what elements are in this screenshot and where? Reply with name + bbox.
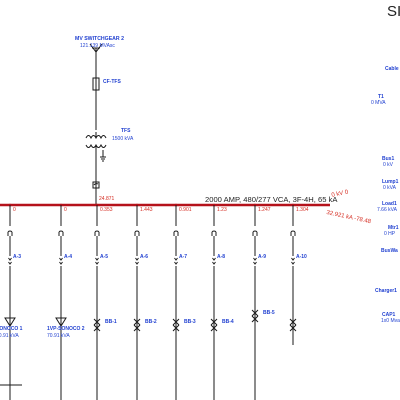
feeder-busway-symbol [93,318,101,326]
feeder-busway-symbol [251,309,259,317]
feeder-equipment-4: BB-2 [145,319,157,325]
main-breaker-value: 24.871 [99,196,115,202]
feeder-contact-symbol [8,257,12,265]
feeder-contact-symbol [291,257,295,265]
feeder-transformer-symbol [4,317,16,327]
feeder-busway-symbol [289,318,297,326]
legend-lump1: Lump1 [382,179,399,185]
legend-lump1-value: 0 kVA [383,185,396,191]
feeder-current-5: 0.901 [179,207,192,213]
bus-description: 2000 AMP, 480/277 VCA, 3F-4H, 65 kA [205,195,338,204]
legend-bus1: Bus1 [382,156,395,162]
legend-bus1-value: 0 kV [383,162,394,168]
feeder-busway-symbol [133,318,141,326]
feeder-equipment-7: BB-5 [263,310,275,316]
feeder-equipment-6: BB-4 [222,319,234,325]
feeder-current-7: 1.247 [258,207,271,213]
legend-mtr1-value: 0 HP [384,231,396,237]
feeder-equipment-5: BB-3 [184,319,196,325]
feeder-busway-symbol [172,318,180,326]
feeder-contact-symbol [135,257,139,265]
legend-load1-value: 7.66 kVA [377,207,397,213]
feeder-breaker-symbol [290,230,296,233]
legend-t1: T1 [378,94,384,100]
page-title: SI [387,3,400,20]
feeder-rating-1: 70.91 kVA [0,333,19,339]
feeder-breaker-symbol [134,230,140,233]
feeder-rating-2: 70.91 kVA [47,333,70,339]
feeder-breaker-label-4: A-6 [140,254,149,260]
feeder-current-2: 0 [64,207,67,213]
feeder-transformer-symbol [55,317,67,327]
feeder-breaker-label-5: A-7 [179,254,188,260]
feeder-breaker-symbol [58,230,64,233]
feeder-contact-symbol [95,257,99,265]
legend-load1: Load1 [382,201,397,207]
tfs-name: TFS [121,128,131,134]
feeder-breaker-label-3: A-5 [100,254,109,260]
main-breaker [93,183,99,186]
feeder-breaker-symbol [173,230,179,233]
feeder-equipment-2: 1VP-SONOCO 2 [47,326,85,332]
feeder-breaker-symbol [211,230,217,233]
feeder-busway-symbol [210,318,218,326]
legend-charger1: Charger1 [375,288,397,294]
legend-cable: Cable [385,66,399,72]
feeder-breaker-label-6: A-8 [217,254,226,260]
feeder-contact-symbol [59,257,63,265]
feeder-equipment-1: SONOCO 1 [0,326,23,332]
feeder-contact-symbol [212,257,216,265]
switchgear-rating: 121.139 MVAsc [80,43,115,49]
switchgear-symbol [89,43,103,53]
feeder-breaker-symbol [7,230,13,233]
legend-cap1-value: 1x0 Mva [381,318,400,324]
legend-mtr1: Mtr1 [388,225,399,231]
feeder-breaker-symbol [94,230,100,233]
feeder-breaker-label-7: A-9 [258,254,267,260]
feeder-contact-symbol [253,257,257,265]
feeder-breaker-label-8: A-10 [296,254,307,260]
feeder-breaker-symbol [252,230,258,233]
tfs-rating: 1500 kVA [112,136,134,142]
legend-buswa: BusWa [381,248,398,254]
feeder-equipment-3: BB-1 [105,319,117,325]
feeder-current-8: 1.304 [296,207,309,213]
switchgear-name: MV SWITCHGEAR 2 [75,36,124,42]
feeder-current-4: 1.443 [140,207,153,213]
feeder-breaker-label-2: A-4 [64,254,73,260]
legend-cap1: CAP1 [382,312,396,318]
feeder-current-6: 1.23 [217,207,227,213]
feeder-contact-symbol [174,257,178,265]
feeder-breaker-label-1: A-3 [13,254,22,260]
feeder-current-3: 0.353 [100,207,113,213]
cf-tfs-label: CF-TFS [103,79,121,85]
legend-t1-value: 0 MVA [371,100,386,106]
feeder-current-1: 0 [13,207,16,213]
